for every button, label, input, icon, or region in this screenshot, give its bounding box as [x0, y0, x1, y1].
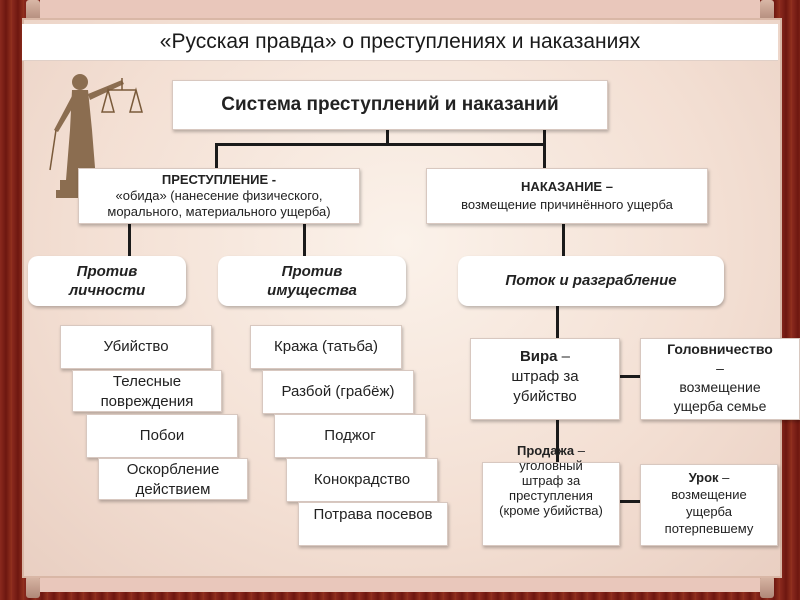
category-label: Против	[281, 263, 343, 280]
golovnichestvo-text: возмещение ущерба семье	[673, 379, 767, 414]
slide-title: «Русская правда» о преступлениях и наказ…	[159, 30, 641, 53]
title-bar	[22, 24, 778, 61]
crime-text-line: морального, материального ущерба)	[107, 204, 331, 219]
prodazha-heading: Продажа	[517, 443, 575, 458]
punishment-text: возмещение причинённого ущерба	[461, 197, 673, 212]
prodazha-text: уголовный штраф за преступления (кроме у…	[499, 458, 603, 518]
crime-heading: ПРЕСТУПЛЕНИЕ -	[161, 172, 277, 187]
connector-line	[386, 128, 389, 144]
connector-line	[556, 420, 559, 464]
crime-item: Побои	[86, 414, 238, 458]
vira-dash: –	[557, 348, 571, 365]
prodazha-dash: –	[574, 443, 585, 458]
crime-item: Потрава посевов	[298, 502, 448, 546]
category-label: имущества	[267, 282, 357, 299]
potok-category: Поток и разграбление	[458, 256, 724, 306]
crime-item: Конокрадство	[286, 458, 438, 502]
connector-line	[620, 500, 642, 503]
crime-item: Поджог	[274, 414, 426, 458]
crime-text-line: «обида» (нанесение физического,	[115, 188, 323, 203]
against-property-category: Против имущества	[218, 256, 406, 306]
prodazha-box: Продажа – уголовный штраф за преступлени…	[482, 443, 620, 546]
punishment-box: НАКАЗАНИЕ – возмещение причинённого ущер…	[426, 168, 708, 224]
connector-line	[556, 305, 559, 339]
connector-line	[562, 224, 565, 260]
crime-item: Кража (татьба)	[250, 325, 402, 369]
category-label: личности	[68, 282, 146, 299]
bottom-strip	[40, 574, 760, 592]
prodazha-content: Продажа – уголовный штраф за преступлени…	[483, 443, 619, 518]
vira-text: штраф за убийство	[511, 368, 579, 405]
peg	[26, 576, 40, 598]
system-box: Система преступлений и наказаний	[172, 80, 608, 130]
punishment-heading: НАКАЗАНИЕ –	[521, 179, 613, 194]
crime-item: Телесные повреждения	[72, 370, 222, 412]
golovnichestvo-dash: –	[716, 360, 724, 376]
golovnichestvo-heading: Головничество	[667, 341, 773, 357]
urok-text: возмещение ущерба потерпевшему	[664, 487, 754, 536]
peg	[760, 576, 774, 598]
connector-line	[215, 143, 218, 170]
peg	[760, 0, 774, 22]
urok-dash: –	[718, 470, 730, 485]
connector-line	[128, 224, 131, 260]
golovnichestvo-box: Головничество – возмещение ущерба семье	[640, 338, 800, 420]
connector-line	[620, 375, 642, 378]
urok-heading: Урок	[688, 470, 719, 485]
peg	[26, 0, 40, 22]
urok-box: Урок – возмещение ущерба потерпевшему	[640, 464, 778, 546]
category-label: Против	[76, 263, 138, 280]
against-person-category: Против личности	[28, 256, 186, 306]
crime-item: Разбой (грабёж)	[262, 370, 414, 414]
connector-line	[543, 128, 546, 170]
crime-box: ПРЕСТУПЛЕНИЕ - «обида» (нанесение физиче…	[78, 168, 360, 224]
crime-item: Убийство	[60, 325, 212, 369]
vira-box: Вира – штраф за убийство	[470, 338, 620, 420]
connector-line	[215, 143, 545, 146]
vira-heading: Вира	[519, 348, 558, 365]
crime-item: Оскорбление действием	[98, 458, 248, 500]
connector-line	[303, 224, 306, 260]
